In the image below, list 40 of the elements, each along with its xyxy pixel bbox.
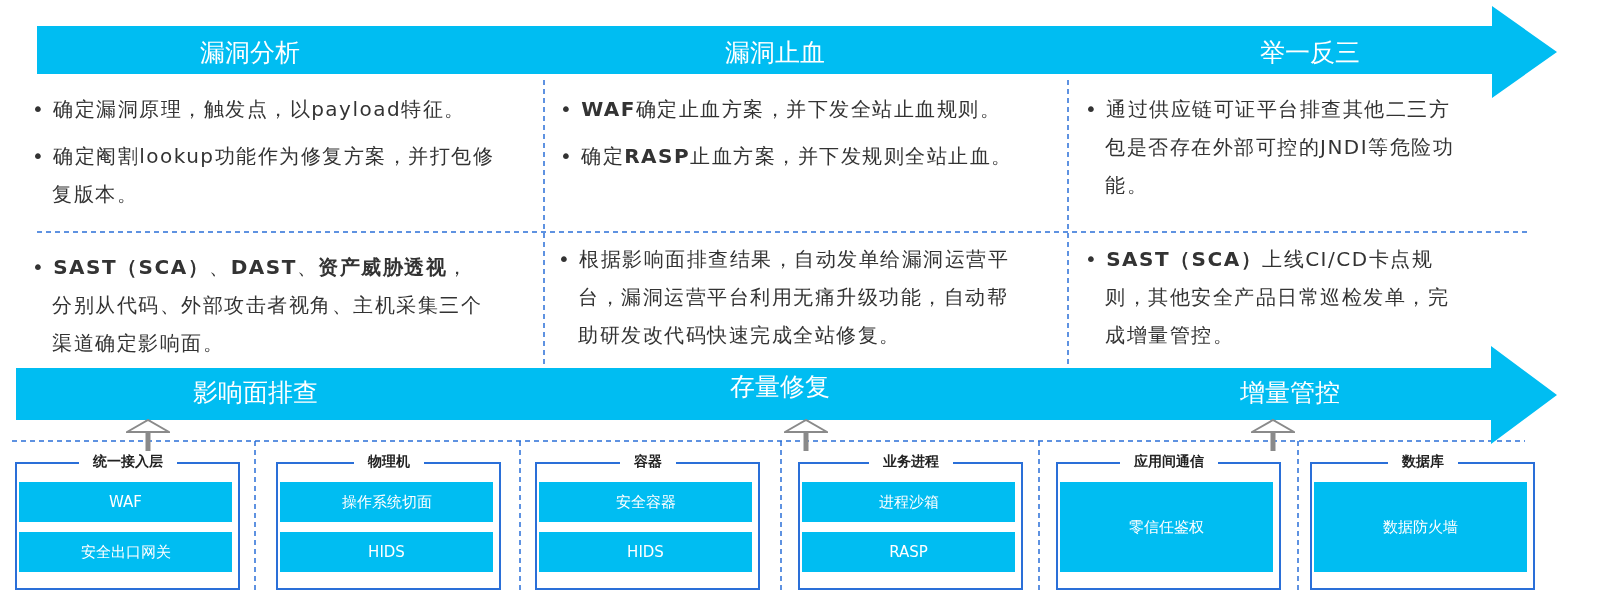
component-box: 进程沙箱 [802,482,1015,522]
bullet-point: • 确定阉割lookup功能作为修复方案，并打包修复版本。 [32,143,496,208]
component-box: WAF [19,482,232,522]
bullet-point: • WAF确定止血方案，并下发全站止血规则。 [560,96,1003,123]
up-arrow [126,419,170,451]
stage-heading: 举一反三 [1260,36,1360,69]
layer-group-box [276,451,501,590]
bullet-point: • 根据影响面排查结果，自动发单给漏洞运营平台，漏洞运营平台利用无痛升级功能，自动帮助研发改代码快速完成全站修复。 [558,246,1011,349]
group-heading: 数据库 [1387,451,1458,471]
group-heading: 容器 [619,451,676,471]
arrow-band [37,6,1557,98]
component-box: 操作系统切面 [280,482,493,522]
stage-heading: 漏洞止血 [725,36,825,69]
stage-heading: 存量修复 [730,370,830,403]
stage-heading: 影响面排查 [192,376,318,409]
component-box: 安全出口网关 [19,532,232,572]
group-heading: 物理机 [353,451,424,471]
bullet-point: • 通过供应链可证平台排查其他二三方包是否存在外部可控的JNDI等危险功能。 [1085,96,1455,199]
up-arrow [1251,419,1295,451]
component-box: HIDS [539,532,752,572]
component-box: 数据防火墙 [1314,482,1527,572]
bullet-point: • SAST（SCA）上线CI/CD卡点规则，其他安全产品日常巡检发单，完成增量管控。 [1085,246,1450,349]
layer-group-box [798,451,1023,590]
layer-group-box [15,451,240,590]
bullet-point: • SAST（SCA）、DAST、资产威胁透视，分别从代码、外部攻击者视角、主机采集三个渠道确定影响面。 [32,254,482,357]
bullet-point: • 确定漏洞原理，触发点，以payload特征。 [32,96,467,123]
up-arrow [784,419,828,451]
group-heading: 业务进程 [868,451,953,471]
layer-group-box [1310,451,1535,590]
group-heading: 应用间通信 [1119,451,1218,471]
group-heading: 统一接入层 [78,451,177,471]
component-box: RASP [802,532,1015,572]
layer-group-box [1056,451,1281,590]
stage-heading: 增量管控 [1240,376,1340,409]
component-box: 零信任鉴权 [1060,482,1273,572]
component-box: 安全容器 [539,482,752,522]
layer-group-box [535,451,760,590]
bullet-point: • 确定RASP止血方案，并下发规则全站止血。 [560,143,1014,170]
stage-heading: 漏洞分析 [200,36,300,69]
component-box: HIDS [280,532,493,572]
